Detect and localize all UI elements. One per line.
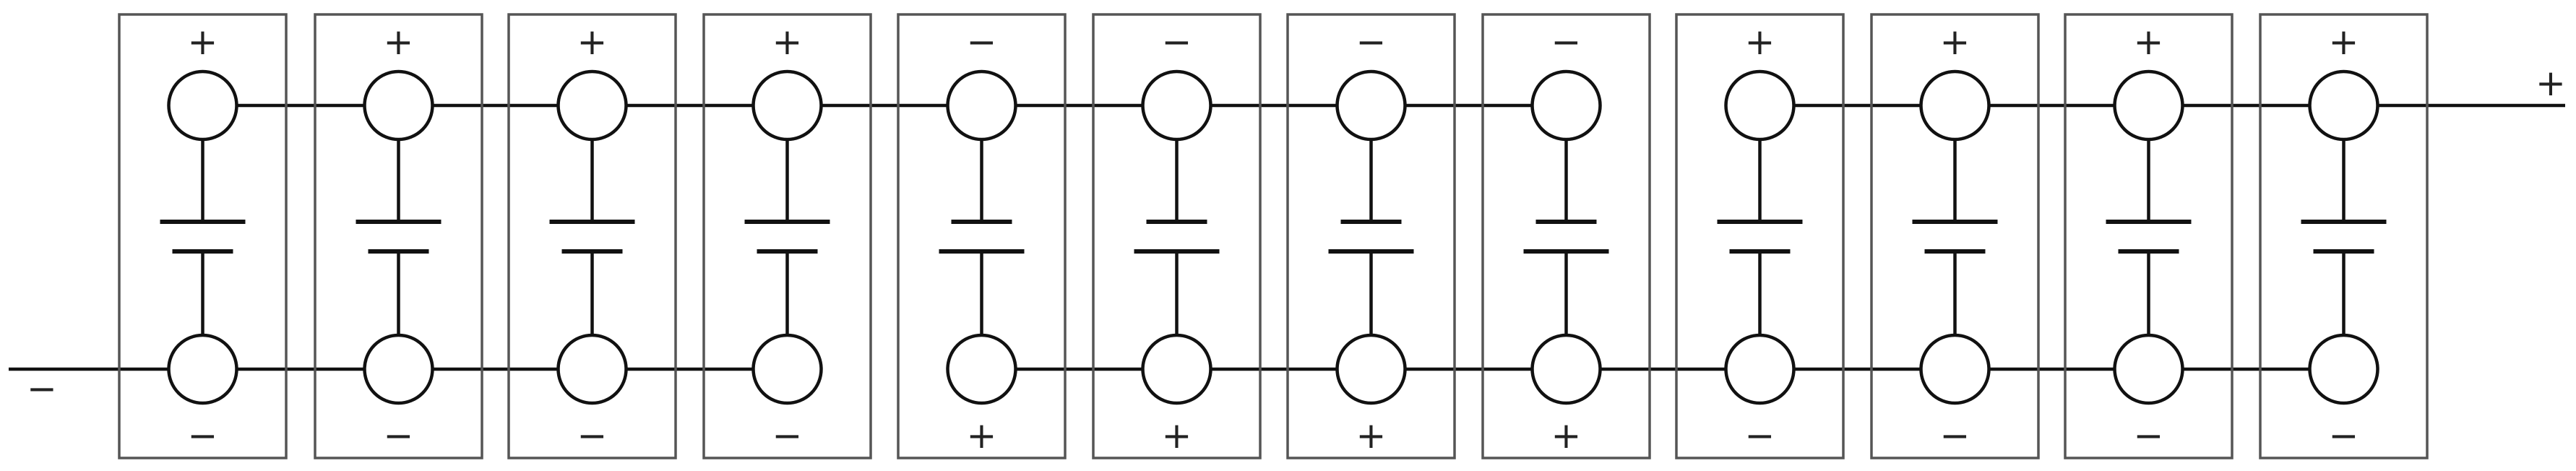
bottom-terminal bbox=[1919, 333, 1991, 405]
bottom-terminal bbox=[167, 333, 238, 405]
battery-cell: −+ bbox=[1092, 13, 1262, 459]
top-terminal bbox=[2308, 69, 2379, 142]
bottom-polarity-label: − bbox=[2329, 415, 2359, 457]
bottom-polarity-label: − bbox=[188, 415, 218, 457]
cell-frame bbox=[118, 13, 288, 459]
bottom-polarity-label: − bbox=[384, 415, 414, 457]
cell-frame bbox=[2259, 13, 2429, 459]
cell-frame bbox=[897, 13, 1067, 459]
bottom-polarity-label: + bbox=[1162, 415, 1192, 457]
top-polarity-label: + bbox=[1940, 21, 1970, 63]
battery-cell: −+ bbox=[897, 13, 1067, 459]
cell-frame bbox=[314, 13, 483, 459]
top-polarity-label: + bbox=[772, 21, 803, 63]
bottom-polarity-label: − bbox=[577, 415, 608, 457]
cell-frame bbox=[1675, 13, 1845, 459]
battery-cell: +− bbox=[118, 13, 288, 459]
top-polarity-label: − bbox=[1162, 21, 1192, 63]
top-polarity-label: − bbox=[967, 21, 997, 63]
bottom-polarity-label: + bbox=[1356, 415, 1387, 457]
bottom-terminal bbox=[2113, 333, 2184, 405]
bottom-polarity-label: + bbox=[1551, 415, 1582, 457]
bottom-polarity-label: + bbox=[967, 415, 997, 457]
battery-cell: +− bbox=[1675, 13, 1845, 459]
top-polarity-label: − bbox=[1356, 21, 1387, 63]
battery-cell: +− bbox=[1870, 13, 2040, 459]
cell-frame bbox=[1092, 13, 1262, 459]
bottom-terminal bbox=[1724, 333, 1796, 405]
battery-cell: +− bbox=[702, 13, 872, 459]
top-polarity-label: − bbox=[1551, 21, 1582, 63]
battery-cell: +− bbox=[2259, 13, 2429, 459]
top-terminal bbox=[1530, 69, 1602, 142]
bottom-terminal bbox=[2308, 333, 2379, 405]
bottom-terminal bbox=[1530, 333, 1602, 405]
top-terminal bbox=[1919, 69, 1991, 142]
bottom-polarity-label: − bbox=[1940, 415, 1970, 457]
cell-frame bbox=[1481, 13, 1651, 459]
negative-lead-label: − bbox=[27, 368, 57, 410]
battery-cell: −+ bbox=[1286, 13, 1456, 459]
top-terminal bbox=[1335, 69, 1407, 142]
battery-cell: −+ bbox=[1481, 13, 1651, 459]
top-terminal bbox=[751, 69, 823, 142]
top-terminal bbox=[556, 69, 628, 142]
bottom-polarity-label: − bbox=[2134, 415, 2164, 457]
top-polarity-label: + bbox=[384, 21, 414, 63]
top-polarity-label: + bbox=[2134, 21, 2164, 63]
top-terminal bbox=[363, 69, 434, 142]
bottom-terminal bbox=[1335, 333, 1407, 405]
battery-cell: +− bbox=[2064, 13, 2233, 459]
bottom-terminal bbox=[556, 333, 628, 405]
cell-frame bbox=[1870, 13, 2040, 459]
bottom-terminal bbox=[1141, 333, 1212, 405]
bottom-terminal bbox=[946, 333, 1017, 405]
bottom-polarity-label: − bbox=[772, 415, 803, 457]
bottom-polarity-label: − bbox=[1745, 415, 1775, 457]
top-terminal bbox=[1724, 69, 1796, 142]
top-terminal bbox=[946, 69, 1017, 142]
battery-cell: +− bbox=[507, 13, 677, 459]
cell-frame bbox=[507, 13, 677, 459]
top-polarity-label: + bbox=[577, 21, 608, 63]
top-terminal bbox=[2113, 69, 2184, 142]
top-polarity-label: + bbox=[1745, 21, 1775, 63]
top-terminal bbox=[1141, 69, 1212, 142]
top-polarity-label: + bbox=[2329, 21, 2359, 63]
cell-frame bbox=[2064, 13, 2233, 459]
positive-lead-label: + bbox=[2536, 62, 2566, 104]
cell-frame bbox=[1286, 13, 1456, 459]
cell-group: +−+−+−+−−+−+−+−++−+−+−+− bbox=[118, 13, 2429, 459]
top-terminal bbox=[167, 69, 238, 142]
cell-frame bbox=[702, 13, 872, 459]
bus-wires bbox=[9, 103, 2565, 371]
battery-cell: +− bbox=[314, 13, 483, 459]
bottom-terminal bbox=[363, 333, 434, 405]
top-polarity-label: + bbox=[188, 21, 218, 63]
bottom-terminal bbox=[751, 333, 823, 405]
